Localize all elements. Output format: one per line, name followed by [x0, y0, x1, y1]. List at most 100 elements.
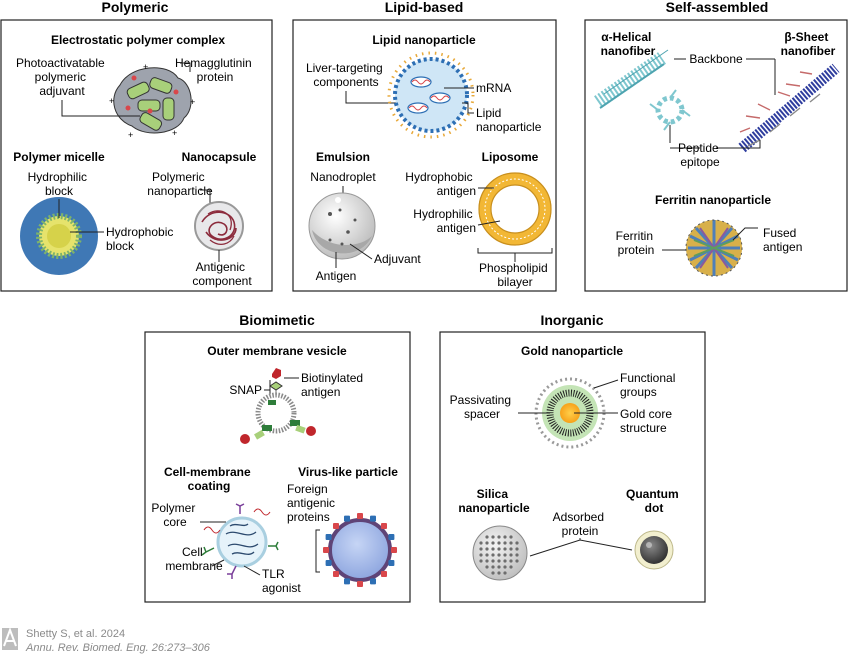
vlp-title: Virus-like particle: [298, 465, 398, 479]
nanocapsule-polymeric-label: Polymeric nanoparticle: [147, 170, 213, 198]
silica-pore: [485, 565, 489, 569]
liposome-bilayer-label: Phospholipid bilayer: [479, 261, 551, 289]
ferritin-protein-label: Ferritin protein: [616, 229, 657, 257]
panel-polymeric: [0, 19, 273, 292]
silica-pore: [491, 535, 495, 539]
svg-text:+: +: [190, 97, 195, 107]
section-title-inorganic: Inorganic: [540, 312, 603, 328]
silica-pore: [509, 547, 513, 551]
nanocapsule-illustration: [194, 201, 244, 251]
silica-pore: [497, 541, 501, 545]
cellmem-illustration: [201, 503, 279, 579]
silica-pore: [515, 559, 519, 563]
silica-pore: [497, 553, 501, 557]
silica-pore: [509, 559, 513, 563]
silica-pore: [503, 571, 507, 575]
micelle-hydrophobic-label: Hydrophobic block: [106, 225, 177, 253]
emulsion-title: Emulsion: [316, 150, 370, 164]
vlp-antigen-spike: [357, 513, 363, 519]
citation-line2: Annu. Rev. Biomed. Eng. 26:273–306: [25, 642, 211, 654]
silica-pore: [503, 535, 507, 539]
vlp-antigen-spike: [370, 515, 376, 522]
panel-biomimetic: [144, 331, 411, 603]
section-title-lipid: Lipid-based: [385, 0, 464, 15]
citation: Shetty S, et al. 2024 Annu. Rev. Biomed.…: [2, 627, 211, 654]
omv-title: Outer membrane vesicle: [207, 344, 347, 358]
micelle-title: Polymer micelle: [13, 150, 105, 164]
annual-reviews-logo: [2, 627, 18, 650]
silica-pore: [497, 559, 501, 563]
vlp-antigen-spike: [391, 547, 397, 553]
beta-nanofiber-title: β-Sheet nanofiber: [781, 30, 836, 58]
silica-pore: [491, 565, 495, 569]
liposome-title: Liposome: [482, 150, 539, 164]
silica-pore: [485, 559, 489, 563]
silica-illustration: [472, 525, 528, 581]
citation-line1: Shetty S, et al. 2024: [26, 628, 125, 640]
nanocapsule-title: Nanocapsule: [182, 150, 257, 164]
svg-text:+: +: [109, 96, 114, 106]
micelle-illustration: [20, 197, 98, 275]
alpha-fiber-illustration: [594, 49, 669, 109]
silica-pore: [485, 535, 489, 539]
vlp-antigen-spike: [333, 523, 339, 529]
silica-pore: [491, 559, 495, 563]
silica-pore: [479, 541, 483, 545]
vlp-antigen-spike: [344, 515, 350, 522]
section-polymeric: Polymeric Electrostatic polymer complex …: [0, 0, 273, 292]
alpha-top-view-illustration: [649, 89, 691, 131]
section-lipid: Lipid-based Lipid nanoparticle Liver-tar…: [292, 0, 557, 292]
vlp-antigen-spike: [388, 534, 395, 540]
silica-pore: [515, 541, 519, 545]
ferritin-fused-label: Fused antigen: [763, 226, 802, 254]
peptide-epitope-label: Peptide epitope: [678, 141, 722, 169]
omv-illustration: [240, 368, 316, 444]
liposome-illustration: [478, 172, 552, 246]
gold-functional-label: Functional groups: [620, 371, 679, 399]
emulsion-nanodroplet-label: Nanodroplet: [310, 170, 376, 184]
emulsion-adjuvant-label: Adjuvant: [374, 252, 421, 266]
gold-title: Gold nanoparticle: [521, 344, 623, 358]
silica-pore: [485, 553, 489, 557]
panel-inorganic: [439, 331, 706, 603]
gold-core-label: Gold core structure: [620, 407, 675, 435]
silica-pore: [497, 565, 501, 569]
lnp-lipid-label: Lipid nanoparticle: [476, 106, 542, 134]
silica-pore: [479, 553, 483, 557]
vlp-antigen-spike: [333, 571, 339, 577]
silica-pore: [491, 541, 495, 545]
lnp-title: Lipid nanoparticle: [372, 33, 476, 47]
ferritin-illustration: [685, 219, 743, 277]
section-selfassembled: Self-assembled α-Helical nanofiber β-She…: [584, 0, 848, 292]
micelle-hydrophilic-label: Hydrophilic block: [28, 170, 91, 198]
silica-pore: [491, 547, 495, 551]
silica-pore: [509, 535, 513, 539]
svg-text:+: +: [172, 128, 177, 138]
quantum-dot-illustration: [634, 530, 674, 570]
cellmem-title: Cell-membrane coating: [164, 465, 254, 493]
silica-pore: [503, 553, 507, 557]
silica-pore: [497, 547, 501, 551]
silica-pore: [503, 559, 507, 563]
vlp-foreign-label: Foreign antigenic proteins: [287, 482, 338, 524]
silica-pore: [491, 553, 495, 557]
vlp-antigen-spike: [323, 547, 329, 553]
silica-pore: [509, 553, 513, 557]
vlp-antigen-spike: [370, 578, 376, 585]
liposome-hydrophobic-label: Hydrophobic antigen: [405, 170, 476, 198]
vlp-antigen-spike: [381, 571, 387, 577]
alpha-nanofiber-title: α-Helical nanofiber: [601, 30, 656, 58]
lnp-liver-label: Liver-targeting components: [306, 61, 386, 89]
silica-pore: [503, 547, 507, 551]
ferritin-title: Ferritin nanoparticle: [655, 193, 771, 207]
silica-pore: [485, 541, 489, 545]
cellmem-tlr-label: TLR agonist: [262, 567, 301, 595]
silica-pore: [515, 553, 519, 557]
backbone-label: Backbone: [689, 52, 743, 66]
electrostatic-title: Electrostatic polymer complex: [51, 33, 225, 47]
section-title-polymeric: Polymeric: [102, 0, 169, 15]
panel-lipid: [292, 19, 557, 292]
silica-pore: [515, 547, 519, 551]
beta-fiber-illustration: [738, 63, 840, 153]
